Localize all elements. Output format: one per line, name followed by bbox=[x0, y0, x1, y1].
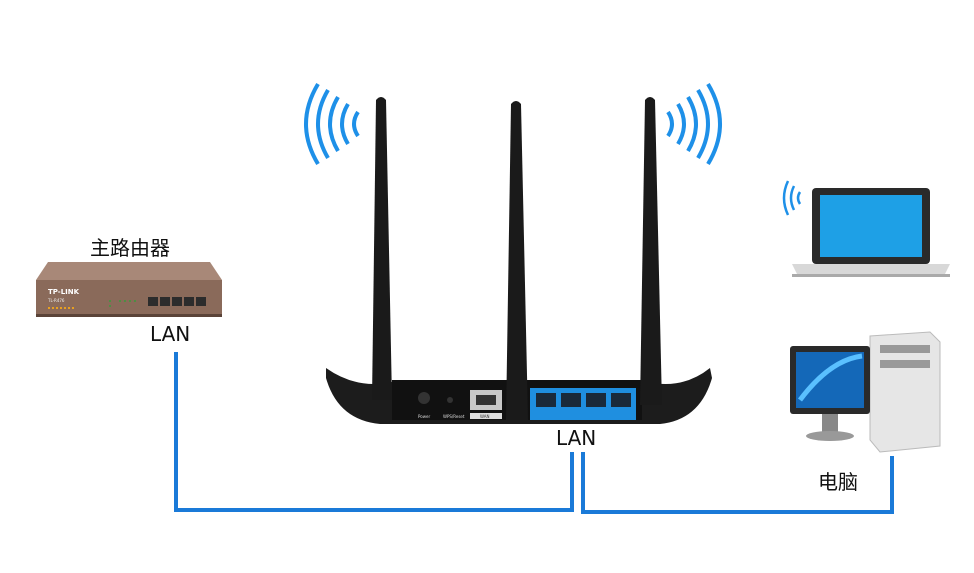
svg-text:Power: Power bbox=[418, 414, 430, 419]
svg-text:TL-R476: TL-R476 bbox=[47, 298, 65, 303]
main-router-brand-logo: TP-LINK bbox=[48, 288, 80, 296]
router-lan-label: LAN bbox=[556, 426, 597, 450]
wifi-signal-left-icon bbox=[304, 82, 360, 166]
cable-main-router-to-router bbox=[174, 352, 574, 512]
main-router-device: TP-LINK TL-R476 bbox=[36, 262, 222, 317]
svg-text:WAN: WAN bbox=[480, 414, 489, 419]
svg-text:WPS/Reset: WPS/Reset bbox=[443, 414, 465, 419]
desktop-computer-device bbox=[790, 331, 941, 453]
computer-label: 电脑 bbox=[818, 470, 858, 494]
antenna-right bbox=[640, 97, 662, 405]
laptop-device bbox=[792, 188, 950, 277]
wifi-signal-right-icon bbox=[666, 82, 722, 166]
main-router-lan-label: LAN bbox=[150, 322, 191, 346]
cable-router-to-computer bbox=[581, 452, 894, 514]
antenna-left bbox=[372, 97, 392, 400]
main-router-label: 主路由器 bbox=[90, 236, 170, 260]
wireless-router-device: Power WPS/Reset WAN bbox=[326, 97, 712, 424]
antenna-middle bbox=[506, 101, 528, 420]
wifi-signal-laptop-icon bbox=[782, 180, 802, 216]
